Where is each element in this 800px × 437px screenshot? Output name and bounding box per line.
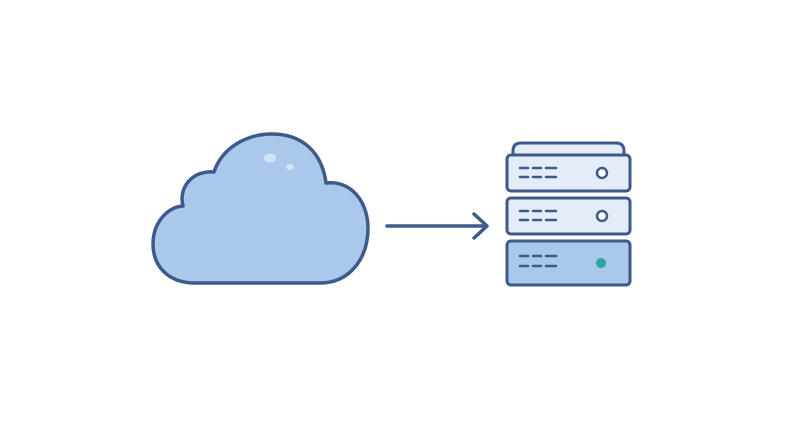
status-light [596, 258, 606, 268]
status-light [595, 209, 609, 223]
cloud-highlight [264, 153, 276, 163]
cloud-icon [151, 132, 370, 285]
status-light [595, 166, 609, 180]
server-unit [505, 239, 632, 287]
server-unit [505, 141, 632, 193]
server-rack-icon [505, 141, 632, 287]
arrow-right-icon [385, 212, 489, 240]
cloud-highlight [286, 164, 294, 170]
server-unit [505, 196, 632, 236]
